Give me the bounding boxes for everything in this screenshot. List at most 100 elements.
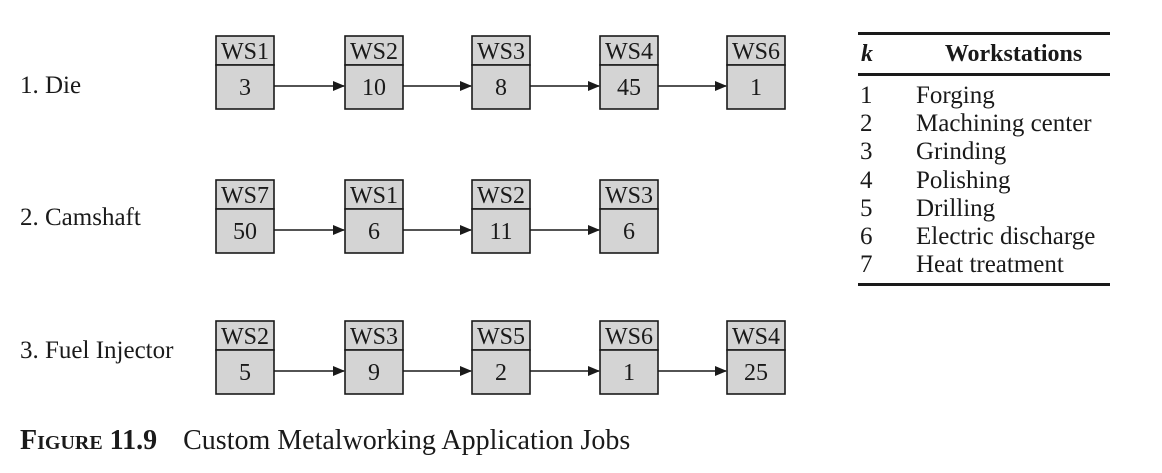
workstation-header-box	[471, 320, 531, 351]
job-label-camshaft: 2. Camshaft	[20, 204, 141, 231]
workstation-id-label: WS6	[732, 39, 780, 65]
processing-time-box	[344, 349, 404, 395]
processing-time-box	[471, 208, 531, 254]
processing-time-box	[726, 349, 786, 395]
processing-time-label: 8	[495, 75, 507, 101]
processing-time-label: 45	[617, 75, 641, 101]
processing-time-label: 10	[362, 75, 386, 101]
workstation-name-cell: Forging	[916, 82, 995, 110]
workstation-header-box	[215, 179, 275, 210]
processing-time-label: 1	[750, 75, 762, 101]
figure-caption: Figure 11.9 Custom Metalworking Applicati…	[20, 425, 630, 457]
workstation-table-header: k Workstations	[858, 35, 1110, 76]
workstation-id-label: WS3	[605, 183, 653, 209]
workstation-name-cell: Polishing	[916, 166, 1011, 194]
workstation-id-label: WS3	[477, 39, 525, 65]
workstation-id-label: WS1	[350, 183, 398, 209]
processing-time-label: 11	[489, 219, 512, 245]
workstation-header-box	[726, 320, 786, 351]
processing-time-box	[726, 64, 786, 110]
k-cell: 7	[860, 251, 873, 279]
processing-time-box	[215, 349, 275, 395]
processing-time-box	[215, 208, 275, 254]
workstation-table: k Workstations 1 Forging 2 Machining cen…	[858, 32, 1110, 287]
table-row: 1 Forging	[858, 82, 1110, 110]
workstation-header-box	[344, 179, 404, 210]
workstation-table-body: 1 Forging 2 Machining center 3 Grinding …	[858, 76, 1110, 283]
processing-time-box	[471, 64, 531, 110]
workstation-name-cell: Heat treatment	[916, 251, 1064, 279]
processing-time-box	[471, 349, 531, 395]
workstation-id-label: WS7	[221, 183, 269, 209]
k-cell: 3	[860, 138, 873, 166]
workstation-header-box	[471, 179, 531, 210]
k-cell: 2	[860, 110, 873, 138]
workstation-name-cell: Machining center	[916, 110, 1092, 138]
workstation-id-label: WS2	[350, 39, 398, 65]
figure-label: Figure 11.9	[20, 425, 158, 456]
processing-time-label: 25	[744, 360, 768, 386]
k-cell: 6	[860, 223, 873, 251]
workstation-id-label: WS3	[350, 324, 398, 350]
workstation-id-label: WS6	[605, 324, 653, 350]
workstation-header-box	[471, 35, 531, 66]
processing-time-box	[215, 64, 275, 110]
workstation-header-box	[344, 35, 404, 66]
workstation-id-label: WS5	[477, 324, 525, 350]
workstation-name-cell: Electric discharge	[916, 223, 1096, 251]
processing-time-label: 6	[623, 219, 635, 245]
job-label-fuel-injector: 3. Fuel Injector	[20, 337, 174, 364]
workstation-header-box	[599, 320, 659, 351]
job-label-die: 1. Die	[20, 72, 82, 99]
workstation-header-box	[599, 179, 659, 210]
processing-time-label: 1	[623, 360, 635, 386]
workstation-header-box	[215, 320, 275, 351]
processing-time-box	[344, 208, 404, 254]
processing-time-label: 6	[368, 219, 380, 245]
table-row: 5 Drilling	[858, 195, 1110, 223]
processing-time-label: 5	[239, 360, 251, 386]
k-cell: 1	[860, 82, 873, 110]
processing-time-box	[599, 349, 659, 395]
table-row: 2 Machining center	[858, 110, 1110, 138]
k-cell: 5	[860, 194, 873, 222]
workstation-header-box	[599, 35, 659, 66]
table-row: 6 Electric discharge	[858, 223, 1110, 251]
workstation-id-label: WS2	[477, 183, 525, 209]
table-row: 7 Heat treatment	[858, 251, 1110, 279]
workstation-name-cell: Drilling	[916, 194, 996, 222]
processing-time-label: 2	[495, 360, 507, 386]
processing-time-label: 3	[239, 75, 251, 101]
workstation-id-label: WS4	[732, 324, 780, 350]
k-cell: 4	[860, 166, 873, 194]
workstation-id-label: WS1	[221, 39, 269, 65]
processing-time-label: 50	[233, 219, 257, 245]
table-row: 4 Polishing	[858, 167, 1110, 195]
workstation-name-cell: Grinding	[916, 138, 1007, 166]
processing-time-box	[344, 64, 404, 110]
processing-time-label: 9	[368, 360, 380, 386]
processing-time-box	[599, 64, 659, 110]
processing-time-box	[599, 208, 659, 254]
workstations-column-header: Workstations	[944, 40, 1083, 67]
workstation-id-label: WS2	[221, 324, 269, 350]
table-row: 3 Grinding	[858, 138, 1110, 166]
caption-text: Custom Metalworking Application Jobs	[183, 425, 631, 456]
workstation-id-label: WS4	[605, 39, 653, 65]
